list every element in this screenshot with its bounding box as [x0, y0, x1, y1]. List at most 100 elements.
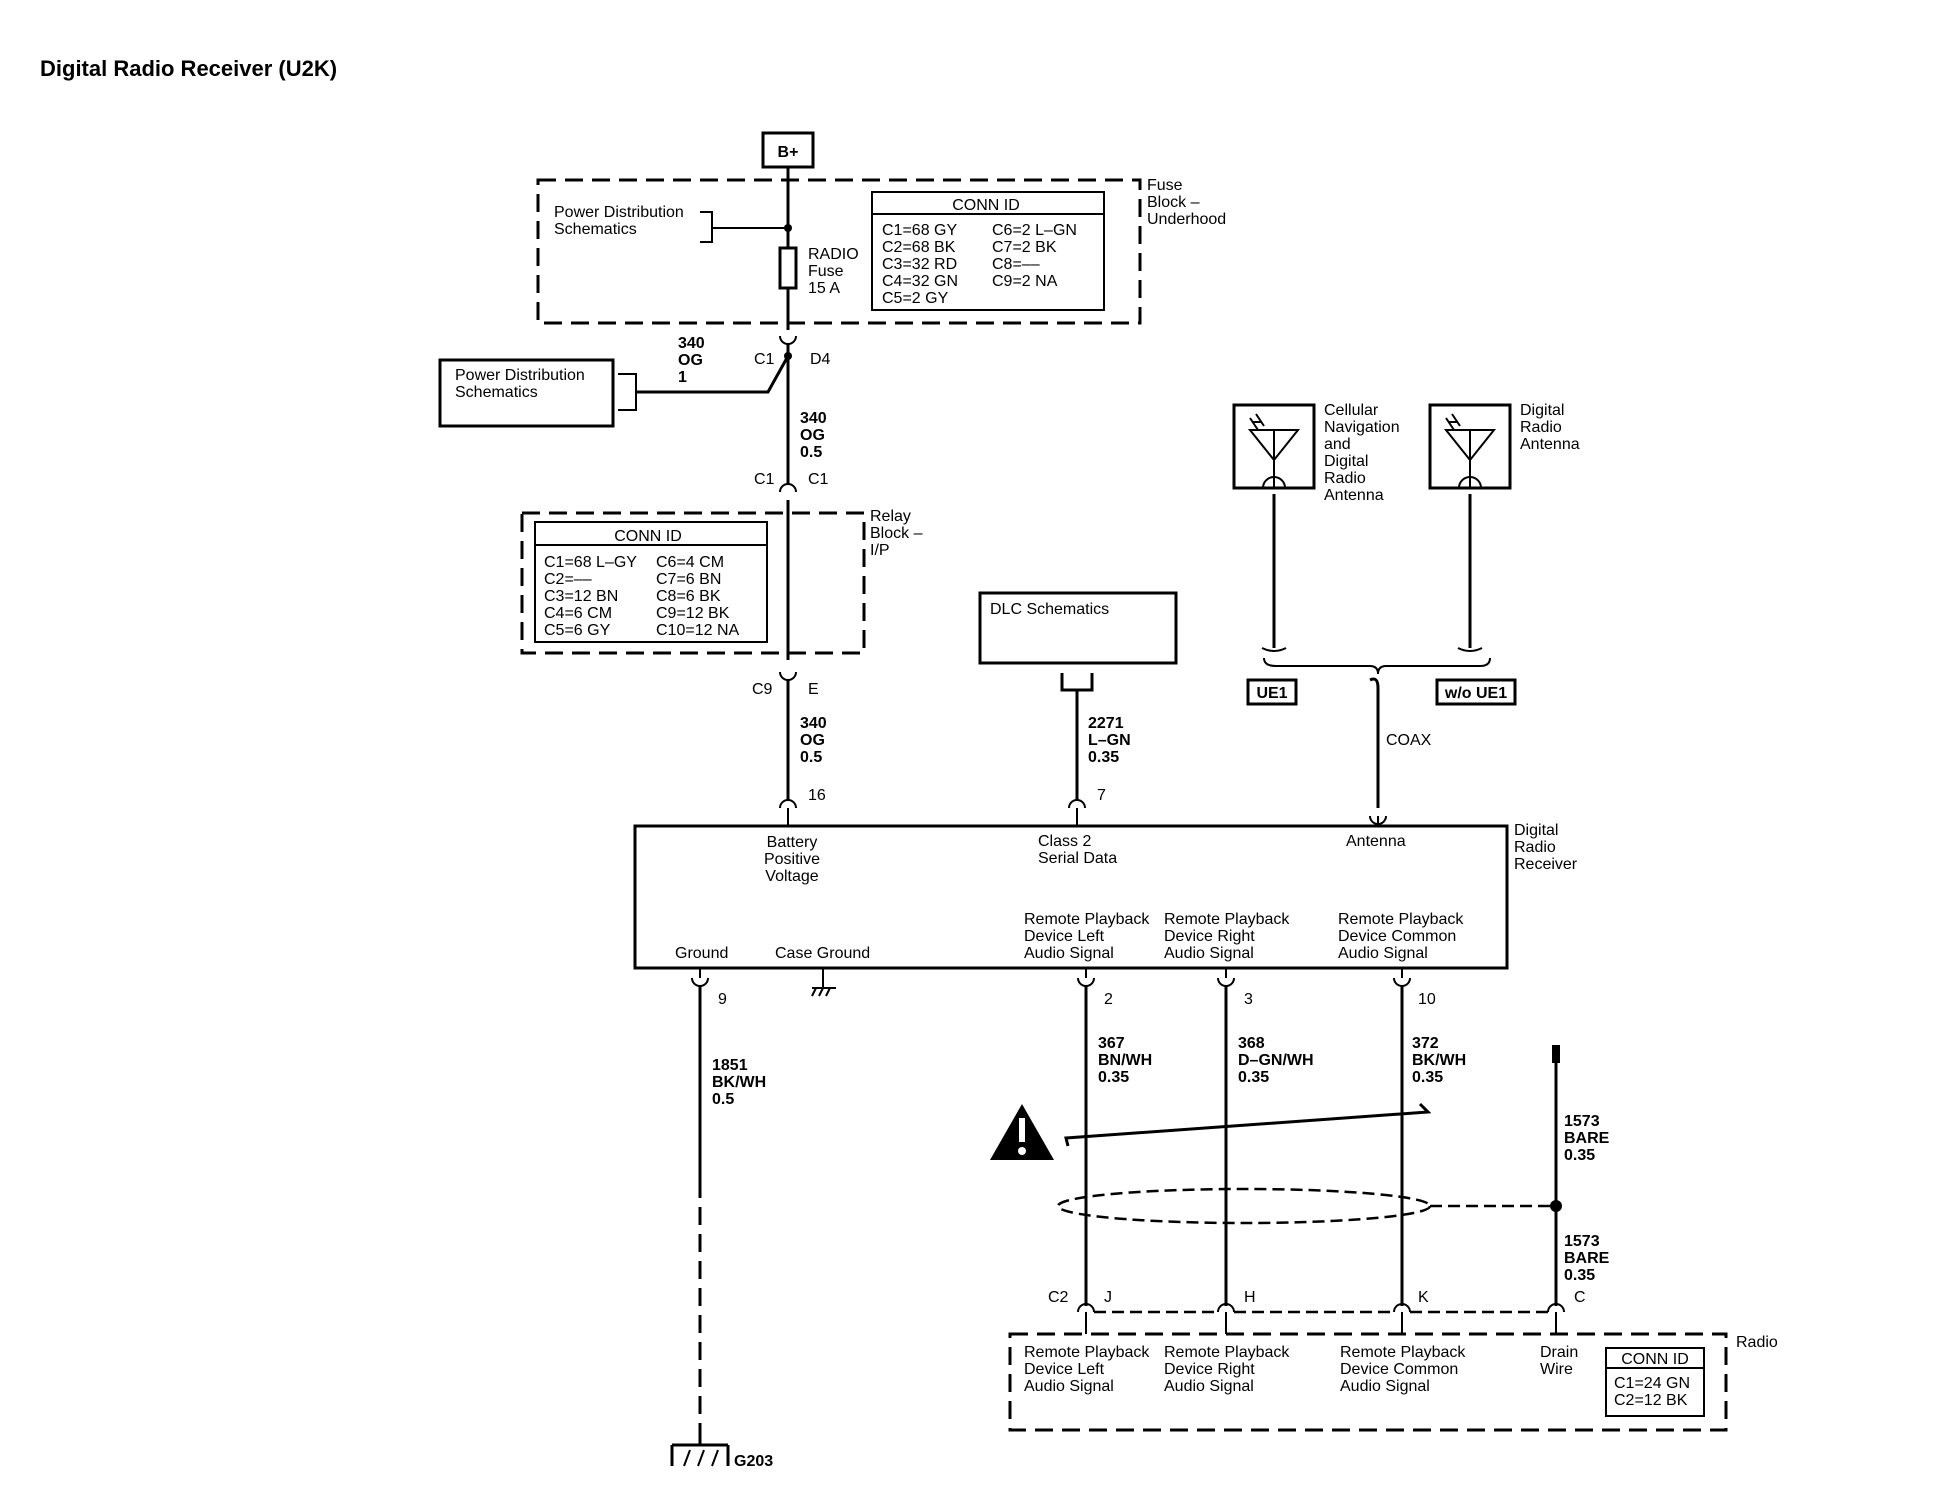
- svg-text:Device Right: Device Right: [1164, 1361, 1255, 1378]
- svg-text:1573: 1573: [1564, 1233, 1600, 1250]
- fuse-conn-id-box: [871, 191, 1105, 311]
- svg-text:1573: 1573: [1564, 1113, 1600, 1130]
- connector-pin-2: [1077, 968, 1095, 987]
- svg-text:Cellular: Cellular: [1324, 402, 1379, 419]
- svg-text:C1=68 GY: C1=68 GY: [882, 222, 957, 239]
- dlc-schematics-label: DLC Schematics: [990, 601, 1109, 618]
- case-ground-label: Case Ground: [775, 945, 870, 962]
- svg-text:Underhood: Underhood: [1147, 211, 1226, 228]
- svg-text:C4=32 GN: C4=32 GN: [882, 273, 958, 290]
- svg-text:C7=6 BN: C7=6 BN: [656, 571, 721, 588]
- svg-text:D–GN/WH: D–GN/WH: [1238, 1052, 1314, 1069]
- svg-text:Digital: Digital: [1520, 402, 1564, 419]
- branch-power-distribution-ref: Power Distribution Schematics: [455, 367, 585, 401]
- wire-label-fuse-relay: 340 OG 0.5: [800, 410, 827, 461]
- svg-text:C2=68 BK: C2=68 BK: [882, 239, 956, 256]
- pin-k: K: [1418, 1289, 1429, 1306]
- svg-text:C1=68 L–GY: C1=68 L–GY: [544, 554, 637, 571]
- svg-text:0.35: 0.35: [1088, 749, 1119, 766]
- drain-wire-label: Drain Wire: [1540, 1344, 1578, 1378]
- svg-text:0.5: 0.5: [800, 444, 822, 461]
- connector-pin-9: [691, 968, 709, 987]
- receiver-left-audio-label: Remote Playback Device Left Audio Signal: [1024, 911, 1150, 962]
- option-wo-ue1-label: w/o UE1: [1444, 685, 1507, 702]
- fuse-conn-id-left: C1=68 GY C2=68 BK C3=32 RD C4=32 GN C5=2…: [882, 222, 958, 307]
- svg-text:Device Common: Device Common: [1338, 928, 1456, 945]
- coax-wire: [1369, 677, 1380, 808]
- digital-antenna-label: Digital Radio Antenna: [1520, 402, 1580, 453]
- option-brace: [1263, 657, 1491, 675]
- dlc-schematics-box: [978, 591, 1178, 665]
- svg-text:Relay: Relay: [870, 508, 911, 525]
- pin-c: C: [1574, 1289, 1586, 1306]
- svg-text:C8=6 BK: C8=6 BK: [656, 588, 721, 605]
- wire-label-relay-receiver: 340 OG 0.5: [800, 715, 827, 766]
- svg-text:Device Right: Device Right: [1164, 928, 1255, 945]
- svg-text:1851: 1851: [712, 1057, 748, 1074]
- svg-text:367: 367: [1098, 1035, 1125, 1052]
- pin-2: 2: [1104, 991, 1113, 1008]
- svg-text:Audio Signal: Audio Signal: [1340, 1378, 1430, 1395]
- wire-label-372: 372 BK/WH 0.35: [1412, 1035, 1466, 1086]
- wire-label-368: 368 D–GN/WH 0.35: [1238, 1035, 1314, 1086]
- radio-right-audio-label: Remote Playback Device Right Audio Signa…: [1164, 1344, 1290, 1395]
- pin-relay-c1-left: C1: [754, 471, 775, 488]
- pin-10: 10: [1418, 991, 1436, 1008]
- pin-16: 16: [808, 787, 826, 804]
- receiver-right-audio-label: Remote Playback Device Right Audio Signa…: [1164, 911, 1290, 962]
- svg-text:368: 368: [1238, 1035, 1265, 1052]
- fuse-conn-id-title: CONN ID: [952, 197, 1020, 214]
- svg-text:C10=12 NA: C10=12 NA: [656, 622, 739, 639]
- battery-positive-voltage-label: Battery Positive Voltage: [764, 834, 820, 885]
- wire-label-1851: 1851 BK/WH 0.5: [712, 1057, 766, 1108]
- radio-fuse-label: RADIO Fuse 15 A: [808, 246, 859, 297]
- svg-text:Schematics: Schematics: [455, 384, 538, 401]
- svg-text:Schematics: Schematics: [554, 221, 637, 238]
- svg-text:Remote Playback: Remote Playback: [1340, 1344, 1466, 1361]
- svg-text:Remote Playback: Remote Playback: [1338, 911, 1464, 928]
- svg-text:0.5: 0.5: [712, 1091, 734, 1108]
- svg-text:I/P: I/P: [870, 542, 890, 559]
- cellular-antenna-label: Cellular Navigation and Digital Radio An…: [1324, 402, 1400, 504]
- svg-text:OG: OG: [678, 352, 703, 369]
- svg-text:Remote Playback: Remote Playback: [1024, 911, 1150, 928]
- signal-icon-2: [1445, 413, 1461, 431]
- pin-relay-c1-right: C1: [808, 471, 829, 488]
- svg-text:Device Left: Device Left: [1024, 928, 1105, 945]
- radio-left-audio-label: Remote Playback Device Left Audio Signal: [1024, 1344, 1150, 1395]
- svg-text:BK/WH: BK/WH: [712, 1074, 766, 1091]
- connector-relay-out: [779, 671, 797, 681]
- svg-text:1: 1: [678, 369, 687, 386]
- svg-text:OG: OG: [800, 427, 825, 444]
- svg-text:BARE: BARE: [1564, 1250, 1610, 1267]
- pin-3: 3: [1244, 991, 1253, 1008]
- pin-7: 7: [1097, 787, 1106, 804]
- svg-text:Drain: Drain: [1540, 1344, 1578, 1361]
- svg-text:C5=6 GY: C5=6 GY: [544, 622, 611, 639]
- svg-text:340: 340: [800, 715, 827, 732]
- svg-text:340: 340: [800, 410, 827, 427]
- battery-label: B+: [778, 144, 799, 161]
- svg-text:0.35: 0.35: [1238, 1069, 1269, 1086]
- svg-text:Fuse: Fuse: [1147, 177, 1183, 194]
- svg-text:Digital: Digital: [1324, 453, 1368, 470]
- svg-text:Antenna: Antenna: [1324, 487, 1384, 504]
- svg-text:Remote Playback: Remote Playback: [1164, 1344, 1290, 1361]
- receiver-label: Digital Radio Receiver: [1514, 822, 1578, 873]
- radio-component: [1008, 1332, 1728, 1432]
- wire-label-branch: 340 OG 1: [678, 335, 705, 386]
- ground-symbol-g203: [670, 1430, 730, 1467]
- svg-text:BN/WH: BN/WH: [1098, 1052, 1152, 1069]
- option-ue1-box: [1246, 678, 1298, 706]
- radio-label: Radio: [1736, 1334, 1778, 1351]
- wire-label-2271: 2271 L–GN 0.35: [1088, 715, 1131, 766]
- ground-label: Ground: [675, 945, 728, 962]
- relay-block-ip: [520, 511, 866, 655]
- warning-icon: [990, 1104, 1054, 1160]
- connector-pin-3: [1217, 968, 1235, 987]
- svg-text:0.35: 0.35: [1564, 1267, 1595, 1284]
- fuse-conn-id-right: C6=2 L–GN C7=2 BK C8=–– C9=2 NA: [992, 222, 1077, 290]
- svg-text:C9=12 BK: C9=12 BK: [656, 605, 730, 622]
- pin-relay-c9: C9: [752, 681, 773, 698]
- connector-pin-16: [779, 799, 797, 809]
